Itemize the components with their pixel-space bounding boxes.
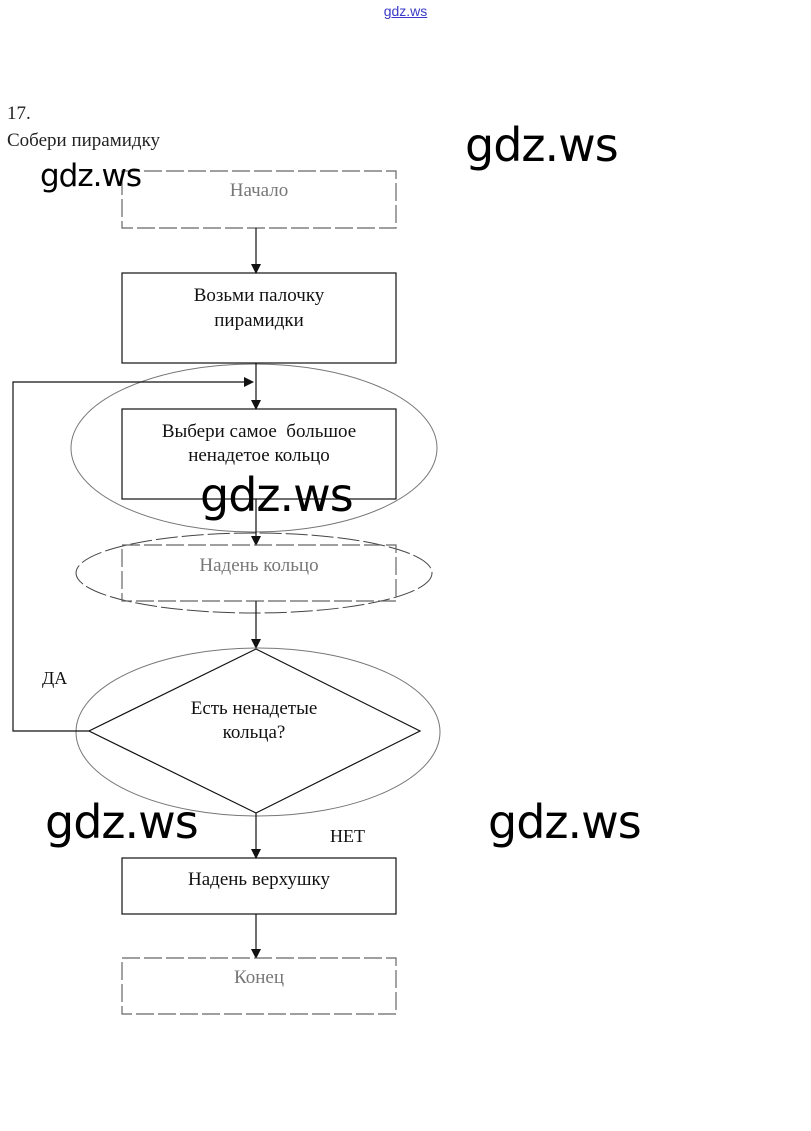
end-box — [121, 957, 397, 1015]
step1-box — [121, 272, 397, 364]
yes-label: ДА — [42, 668, 67, 688]
decision-ellipse — [75, 647, 441, 817]
task-title: Собери пирамидку — [7, 130, 161, 151]
step4-label: Надень верхушку — [188, 869, 330, 890]
step2-label-line1: Выбери самое большое — [162, 421, 356, 442]
start-label: Начало — [230, 180, 289, 201]
step2-label-line2: ненадетое кольцо — [188, 445, 330, 466]
step3-label: Надень кольцо — [199, 555, 318, 576]
watermark: gdz.ws — [45, 795, 199, 849]
watermark: gdz.ws — [200, 468, 354, 522]
watermark: gdz.ws — [465, 118, 619, 172]
decision-label-line1: Есть ненадетые — [191, 698, 318, 719]
yes-loop-line — [12, 377, 254, 732]
step1-label-line1: Возьми палочку — [194, 285, 325, 306]
step3-ellipse — [75, 532, 433, 614]
task-number: 17. — [7, 103, 31, 124]
start-box — [121, 170, 397, 229]
step1-label-line2: пирамидки — [214, 310, 304, 331]
step2-ellipse — [70, 363, 438, 533]
step3-box — [121, 544, 397, 602]
step2-box — [121, 408, 397, 500]
watermark: gdz.ws — [488, 795, 642, 849]
watermark: gdz.ws — [40, 158, 142, 194]
decision-label-line2: кольца? — [223, 722, 286, 743]
step4-box — [121, 857, 397, 915]
end-label: Конец — [234, 967, 284, 988]
no-label: НЕТ — [330, 826, 365, 846]
site-link[interactable]: gdz.ws — [383, 3, 428, 19]
